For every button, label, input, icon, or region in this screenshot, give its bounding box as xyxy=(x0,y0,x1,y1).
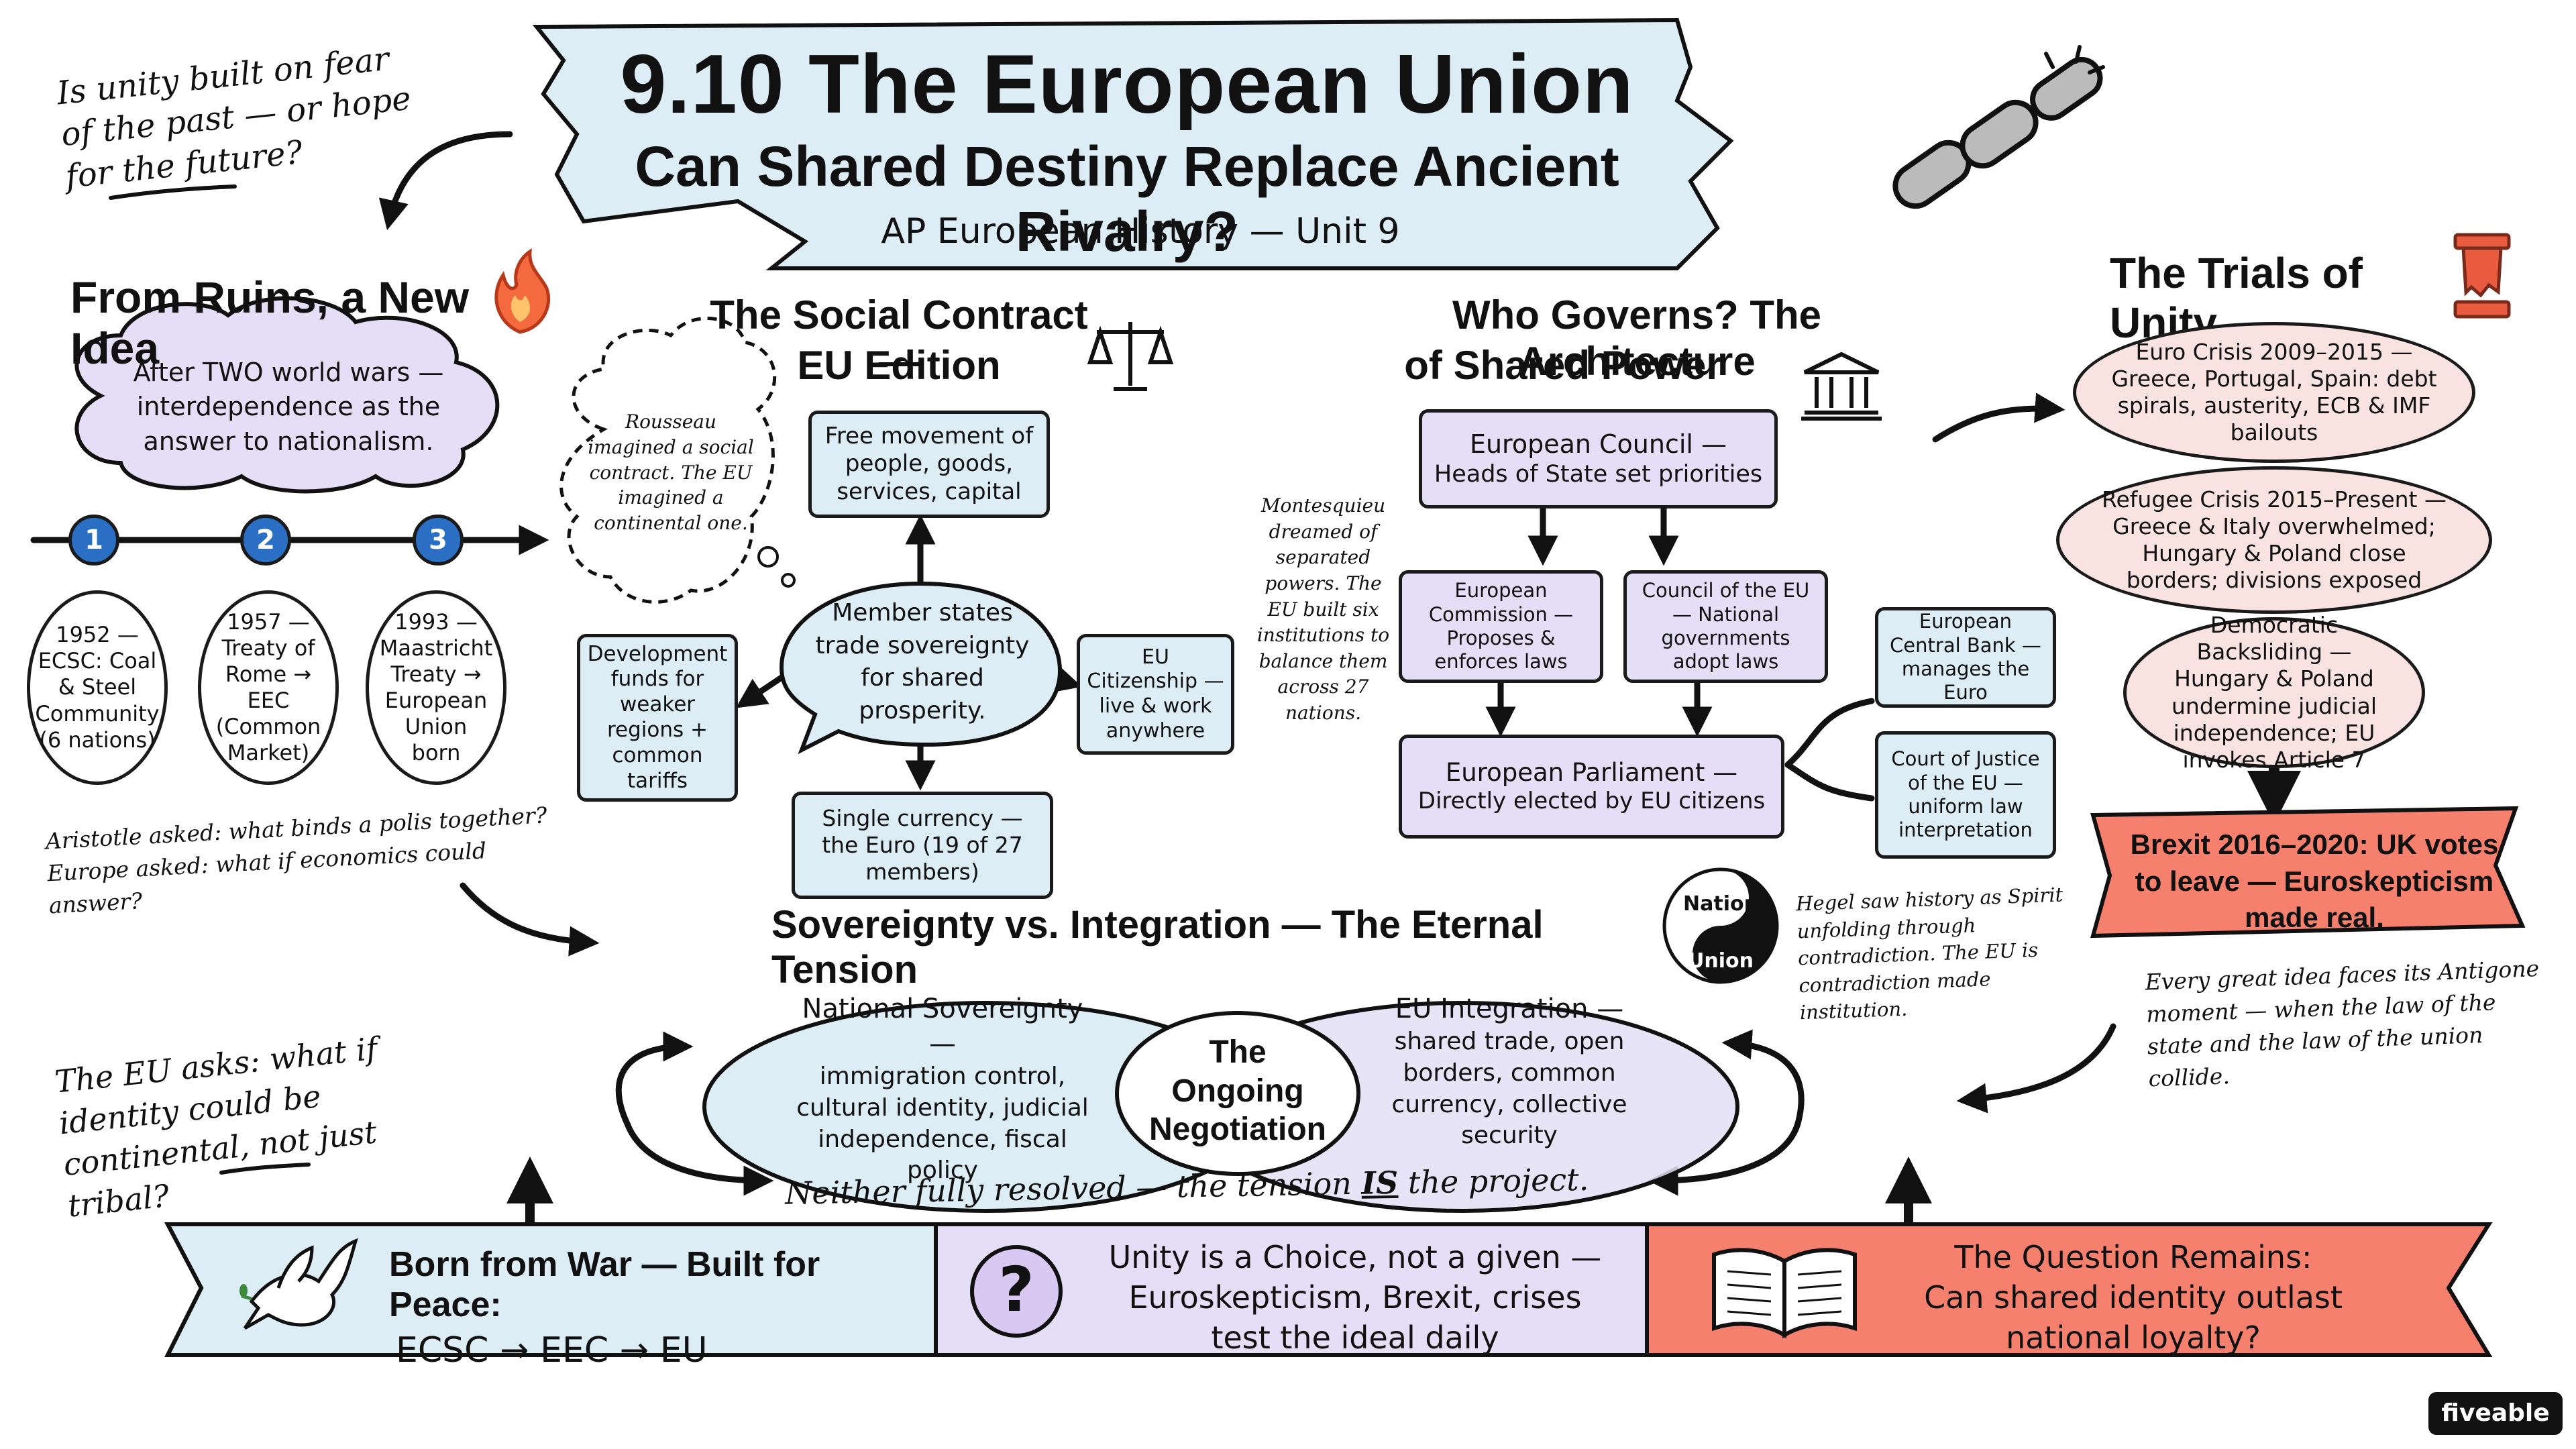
arrow-antigone-to-tension xyxy=(1956,1023,2116,1114)
resolved-part-2: the project. xyxy=(1397,1161,1589,1201)
center-speech-shape xyxy=(779,581,1063,755)
ruins-cloud-shape xyxy=(74,296,500,494)
tension-heading: Sovereignty vs. Integration — The Eterna… xyxy=(771,903,1544,991)
timeline-item-1952: 1952 — ECSC: Coal & Steel Community (6 n… xyxy=(27,590,168,785)
currency-box: Single currency — the Euro (19 of 27 mem… xyxy=(792,792,1053,899)
dove-icon xyxy=(239,1238,358,1330)
timeline-item-1993: 1993 — Maastricht Treaty → European Unio… xyxy=(366,590,506,785)
sovereignty-text: National Sovereignty — immigration contr… xyxy=(785,991,1100,1187)
timeline-marker-1: 1 xyxy=(68,515,119,566)
antigone-note: Every great idea faces its Antigone mome… xyxy=(2144,955,2540,1091)
hegel-note: Hegel saw history as Spirit unfolding th… xyxy=(1795,883,2063,1024)
question-footer-text: The Question Remains: Can shared identit… xyxy=(1872,1238,2395,1358)
ruins-heading: From Ruins, a New Idea xyxy=(70,272,470,373)
yin-yang-icon xyxy=(1662,867,1779,984)
democratic-backsliding-oval: Democratic Backsliding — Hungary & Polan… xyxy=(2123,612,2425,773)
court-justice-box: Court of Justice of the EU — uniform law… xyxy=(1875,731,2056,859)
bracket-parliament-bank xyxy=(1784,698,1875,768)
arrow-question-to-ruins xyxy=(378,131,513,231)
resolved-emphasis: IS xyxy=(1361,1164,1399,1201)
sovereignty-title: National Sovereignty — xyxy=(802,994,1083,1059)
timeline-marker-2: 2 xyxy=(240,515,291,566)
question-desc: Can shared identity outlast national loy… xyxy=(1924,1279,2343,1356)
free-movement-box: Free movement of people, goods, services… xyxy=(808,411,1050,518)
peace-footer-text: Born from War — Built for Peace: ECSC → … xyxy=(389,1244,926,1371)
pillar-building-icon xyxy=(1801,352,1882,421)
parliament-box: European Parliament — Directly elected b… xyxy=(1399,735,1784,839)
underline-question xyxy=(109,184,237,200)
page-subtitle: Can Shared Destiny Replace Ancient Rival… xyxy=(635,135,1619,263)
arrow-cycle-left-top xyxy=(615,1031,694,1127)
course-label: AP European History — Unit 9 xyxy=(881,211,1400,252)
bracket-parliament-court xyxy=(1784,761,1875,802)
governance-heading-2: of Shared Power xyxy=(1404,343,1722,388)
broken-column-icon xyxy=(2453,233,2511,319)
phoenix-icon xyxy=(494,248,551,334)
rousseau-note: Rousseau imagined a social contract. The… xyxy=(588,411,754,535)
integration-title: EU Integration — xyxy=(1395,994,1624,1024)
development-box: Development funds for weaker regions + c… xyxy=(577,634,738,802)
arrow-to-development xyxy=(735,674,785,708)
page-title: 9.10 The European Union xyxy=(620,38,1634,131)
montesquieu-note: Montesquieu dreamed of separated powers.… xyxy=(1256,494,1390,724)
question-icon: ? xyxy=(970,1245,1063,1338)
brand-badge: fiveable xyxy=(2428,1392,2563,1435)
integration-items: shared trade, open borders, common curre… xyxy=(1391,1028,1627,1150)
social-contract-center: Member states trade sovereignty for shar… xyxy=(815,599,1030,724)
arrow-cycle-right-top xyxy=(1721,1029,1805,1127)
peace-title: Born from War — Built for Peace: xyxy=(389,1245,820,1324)
broken-chain-icon xyxy=(1892,45,2105,209)
timeline-marker-3: 3 xyxy=(413,515,464,566)
governance-heading-1: Who Governs? The Architecture xyxy=(1452,292,1822,384)
parliament-title: European Parliament — xyxy=(1445,758,1738,788)
arrow-aristotle-to-tension xyxy=(460,882,600,957)
european-council-title: European Council — xyxy=(1469,429,1727,460)
social-contract-heading-1: The Social Contract — xyxy=(710,292,1088,384)
european-council-box: European Council — Heads of State set pr… xyxy=(1419,409,1778,508)
yin-yang-top-label: Nation xyxy=(1683,892,1758,916)
central-bank-box: European Central Bank — manages the Euro xyxy=(1875,607,2056,708)
sovereignty-items: immigration control, cultural identity, … xyxy=(796,1063,1089,1185)
arrow-cycle-right-bottom xyxy=(1648,1120,1801,1196)
question-title: The Question Remains: xyxy=(1954,1239,2312,1275)
underline-identity xyxy=(219,1163,311,1175)
choice-title: Unity is a Choice, not a given — xyxy=(1108,1239,1602,1275)
choice-desc: Euroskepticism, Brexit, crises test the … xyxy=(1128,1279,1582,1356)
open-book-icon xyxy=(1712,1248,1857,1338)
svg-text:?: ? xyxy=(998,1254,1034,1326)
arrow-to-trials xyxy=(1932,392,2065,443)
euro-crisis-oval: Euro Crisis 2009–2015 — Greece, Portugal… xyxy=(2073,322,2475,463)
title-banner-shape xyxy=(532,17,1734,270)
citizenship-box: EU Citizenship — live & work anywhere xyxy=(1077,634,1234,755)
commission-box: European Commission — Proposes & enforce… xyxy=(1399,570,1603,683)
european-council-desc: Heads of State set priorities xyxy=(1434,460,1763,488)
choice-footer-text: Unity is a Choice, not a given — Euroske… xyxy=(1080,1238,1630,1358)
rousseau-thought-shape xyxy=(559,317,777,604)
arrow-cycle-left-bottom xyxy=(624,1120,774,1196)
yin-yang-bottom-label: Union xyxy=(1688,949,1754,973)
peace-flow: ECSC → EEC → EU xyxy=(396,1330,708,1371)
social-contract-heading-2: EU Edition xyxy=(797,343,1001,388)
integration-text: EU Integration — shared trade, open bord… xyxy=(1362,991,1657,1152)
ruins-cloud-text: After TWO world wars — interdependence a… xyxy=(133,358,444,456)
timeline-item-1957: 1957 — Treaty of Rome → EEC (Common Mark… xyxy=(198,590,339,785)
council-eu-box: Council of the EU — National governments… xyxy=(1623,570,1828,683)
parliament-desc: Directly elected by EU citizens xyxy=(1417,788,1766,815)
ongoing-negotiation: The Ongoing Negotiation xyxy=(1149,1034,1326,1148)
brexit-banner: Brexit 2016–2020: UK votes to leave — Eu… xyxy=(2130,828,2499,934)
scales-icon xyxy=(1087,322,1174,391)
venn-middle xyxy=(1115,1011,1360,1176)
brexit-ribbon-shape xyxy=(2090,806,2526,938)
refugee-crisis-oval: Refugee Crisis 2015–Present — Greece & I… xyxy=(2056,466,2492,614)
